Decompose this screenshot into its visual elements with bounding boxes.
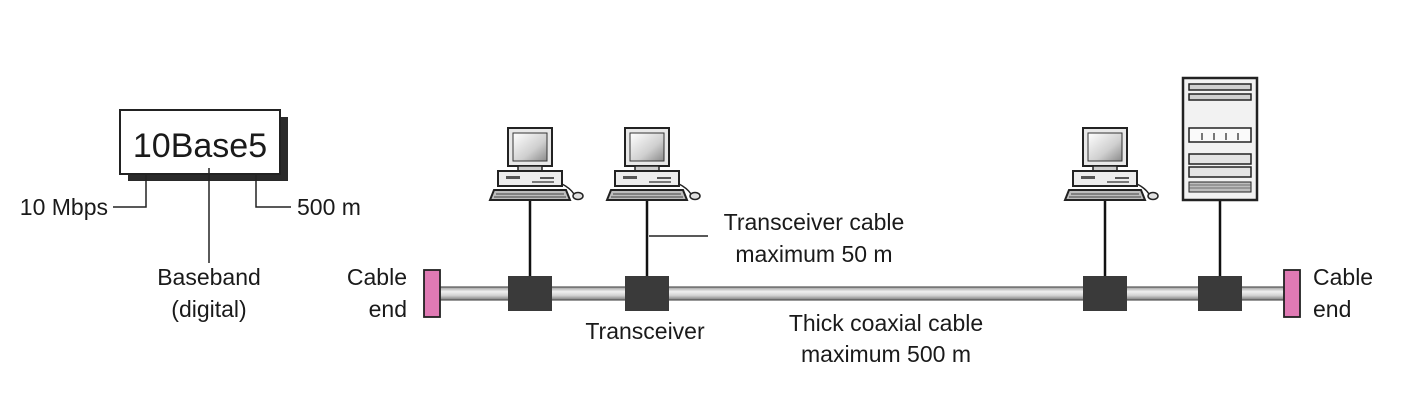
transceiver-cable-label-line2: maximum 50 m [735,241,892,267]
cable-end-right-line2: end [1313,296,1351,322]
legend-box [119,109,281,175]
speed-leader [113,174,147,208]
legend: 10Base5 10 Mbps Baseband (digital) 500 m [20,109,361,322]
workstation-icon [489,127,584,201]
cable-end-left-line2: end [369,296,407,322]
transceiver [1198,276,1242,311]
cable-terminator-left [423,269,441,318]
coax-label-line1: Thick coaxial cable [789,310,983,336]
thick-coax-cable [437,286,1285,301]
coax-label-line2: maximum 500 m [801,341,971,367]
signal-label-line2: (digital) [171,296,246,322]
speed-label: 10 Mbps [20,194,108,220]
cable-end-right-line1: Cable [1313,264,1373,290]
cable-terminator-right [1283,269,1301,318]
transceiver-cable-label-line1: Transceiver cable [724,209,905,235]
signal-label-line1: Baseband [157,264,261,290]
server-icon [1181,76,1259,202]
transceiver-label: Transceiver [585,318,705,344]
workstation-icon [1064,127,1159,201]
transceiver [625,276,669,311]
cable-end-left-line1: Cable [347,264,407,290]
transceiver [508,276,552,311]
workstation-icon [606,127,701,201]
legend-code: 10Base5 [133,127,267,165]
transceivers [508,276,1242,311]
transceiver-cables [528,200,1222,278]
length-label: 500 m [297,194,361,220]
length-leader [255,174,291,208]
transceiver [1083,276,1127,311]
